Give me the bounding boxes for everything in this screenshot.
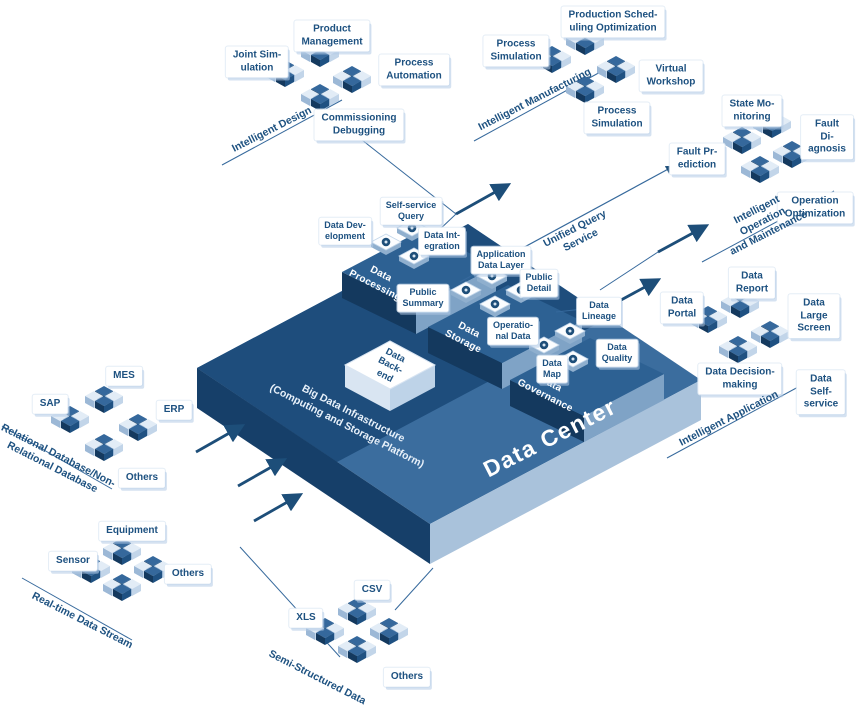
node-xls: XLS xyxy=(289,608,323,628)
node-data-report: Data Report xyxy=(728,267,776,299)
node-data-development: Data Dev- elopment xyxy=(319,217,371,245)
node-self-service-query: Self-service Query xyxy=(380,197,442,225)
node-data-integration: Data Int- egration xyxy=(419,227,465,255)
platform xyxy=(197,224,701,564)
node-process-simulation-2: Process Simulation xyxy=(584,102,650,134)
node-production-scheduling-optimization: Production Sched- uling Optimization xyxy=(561,6,665,38)
node-fault-prediction: Fault Pr- ediction xyxy=(669,143,725,175)
node-mes: MES xyxy=(106,366,142,386)
node-process-automation: Process Automation xyxy=(379,54,449,86)
node-sensor: Sensor xyxy=(49,551,97,571)
node-others-semi: Others xyxy=(383,667,431,687)
node-data-quality: Data Quality xyxy=(596,339,638,367)
node-data-portal: Data Portal xyxy=(660,292,704,324)
node-data-large-screen: Data Large Screen xyxy=(788,294,840,338)
node-fault-diagnosis: Fault Di- agnosis xyxy=(801,115,853,159)
cube-cluster-icon xyxy=(119,414,157,441)
node-operational-data: Operatio- nal Data xyxy=(487,317,539,345)
node-others-relational: Others xyxy=(118,468,166,488)
node-csv: CSV xyxy=(354,580,390,600)
backend-box xyxy=(343,340,437,411)
cube-cluster-icon xyxy=(741,156,779,183)
node-equipment: Equipment xyxy=(99,521,165,541)
node-sap: SAP xyxy=(32,394,68,414)
cube-cluster-icon xyxy=(103,574,141,601)
node-others-realtime: Others xyxy=(164,564,212,584)
node-data-map: Data Map xyxy=(537,355,567,383)
node-data-lineage: Data Lineage xyxy=(576,297,622,325)
node-operation-optimization: Operation Optimization xyxy=(777,192,853,224)
node-process-simulation-1: Process Simulation xyxy=(483,35,549,67)
node-erp: ERP xyxy=(156,400,192,420)
flow-arrows xyxy=(195,183,710,523)
node-state-monitoring: State Mo- nitoring xyxy=(722,95,782,127)
node-data-self-service: Data Self- service xyxy=(796,370,846,414)
node-public-summary: Public Summary xyxy=(397,284,449,312)
node-commissioning-debugging: Commissioning Debugging xyxy=(314,109,404,141)
node-virtual-workshop: Virtual Workshop xyxy=(639,60,703,92)
node-product-management: Product Management xyxy=(294,20,370,52)
cube-cluster-icon xyxy=(85,434,123,461)
cube-cluster-icon xyxy=(338,636,376,663)
node-joint-simulation: Joint Sim- ulation xyxy=(225,46,289,78)
node-data-decision-making: Data Decision- making xyxy=(698,363,782,395)
node-application-data-layer: Application Data Layer xyxy=(471,246,531,274)
node-public-detail: Public Detail xyxy=(520,269,558,297)
